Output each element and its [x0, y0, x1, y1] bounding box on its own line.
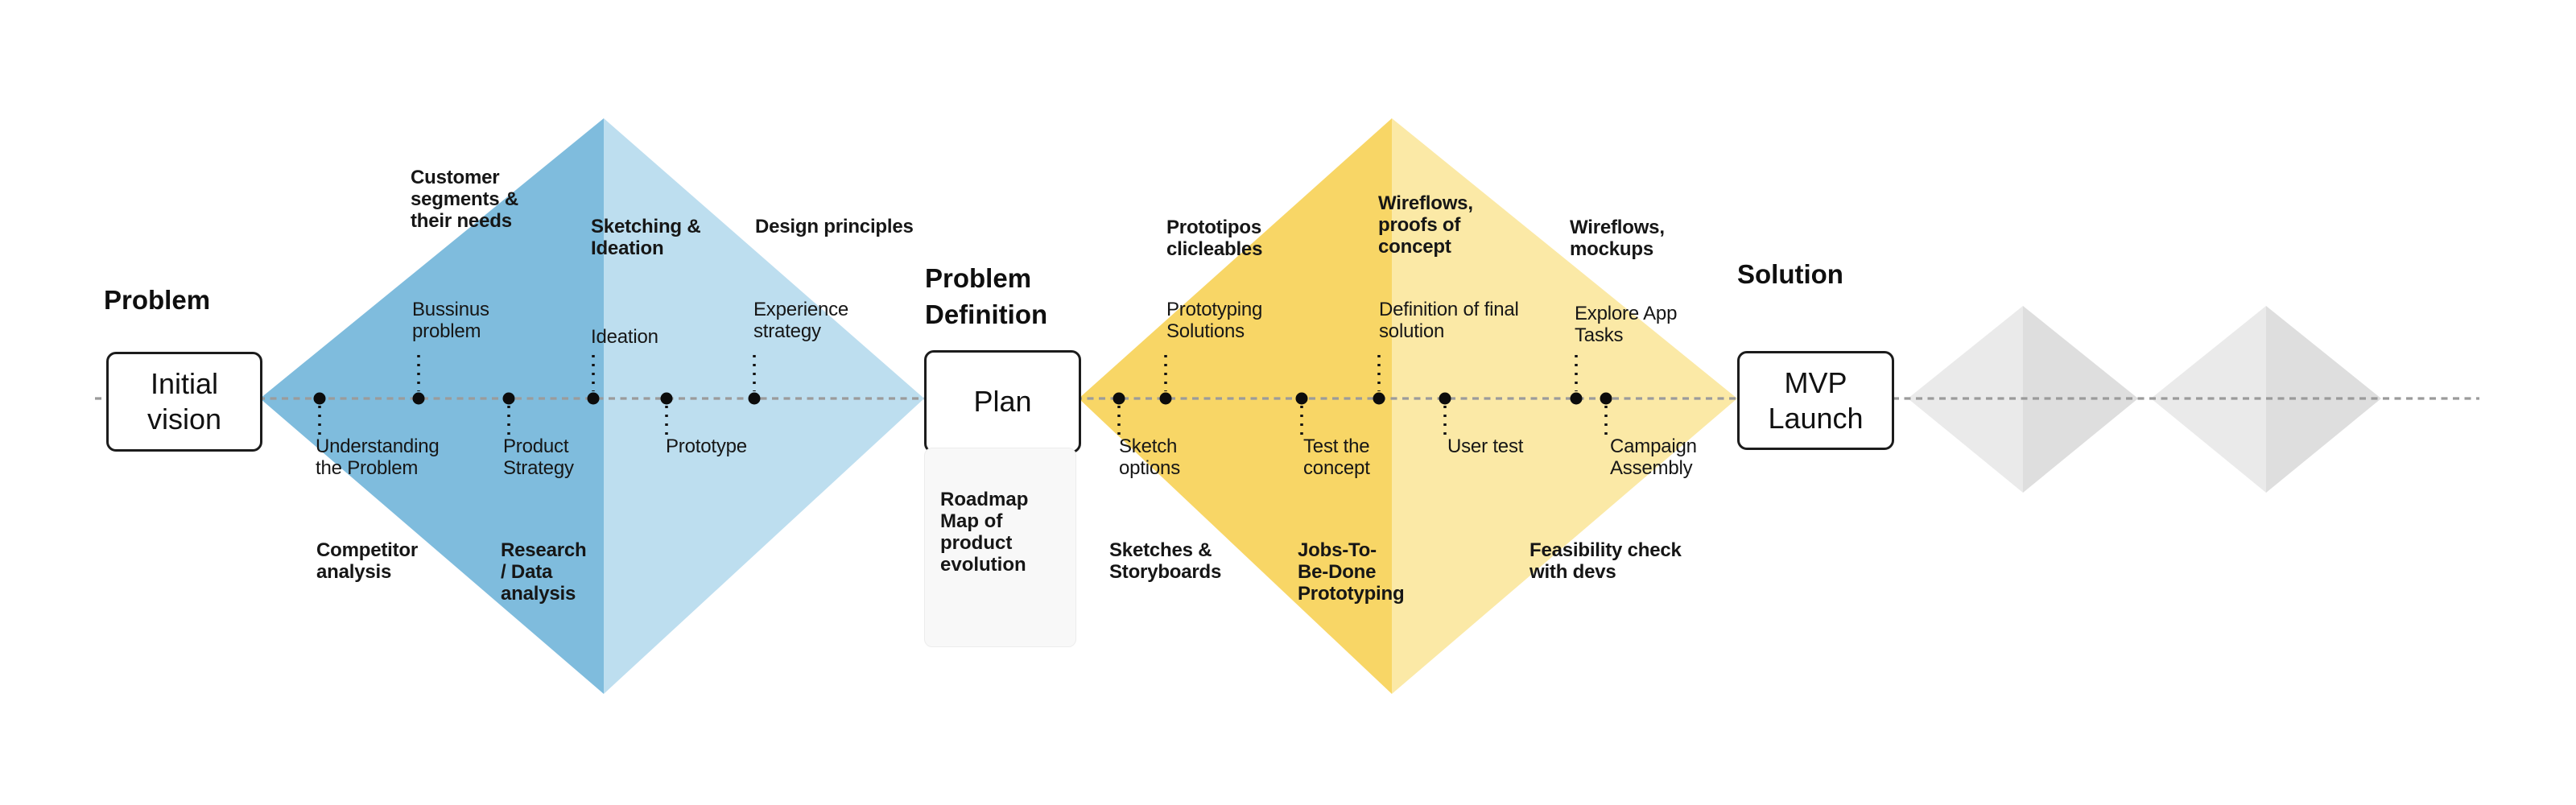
milestone-dot	[587, 392, 600, 405]
label-prototyping-solutions: Prototyping Solutions	[1166, 299, 1263, 342]
label-competitor-analysis: Competitor analysis	[316, 539, 418, 583]
label-design-principles: Design principles	[755, 216, 914, 237]
label-test-concept: Test the concept	[1303, 436, 1370, 479]
heading-problem-definition: Problem Definition	[925, 263, 1048, 329]
milestone-dot	[1159, 392, 1172, 405]
heading-problem: Problem	[104, 285, 211, 315]
label-understanding-problem: Understanding the Problem	[316, 436, 440, 479]
roadmap-card-text: Roadmap Map of product evolution	[940, 489, 1029, 576]
node-initial-vision: Initial vision	[106, 352, 262, 452]
label-sketches-storyboards: Sketches & Storyboards	[1109, 539, 1222, 583]
label-prototype: Prototype	[666, 436, 747, 457]
label-product-strategy: Product Strategy	[503, 436, 574, 479]
milestone-dot	[1113, 392, 1125, 405]
label-wireflows-proofs: Wireflows, proofs of concept	[1378, 192, 1473, 258]
develop-diamond-left-half	[1079, 118, 1392, 694]
label-experience-strategy: Experience strategy	[753, 299, 849, 342]
milestone-dot	[1570, 392, 1583, 405]
label-user-test: User test	[1447, 436, 1524, 457]
label-wireflows-mockups: Wireflows, mockups	[1570, 217, 1665, 260]
milestone-dot	[412, 392, 425, 405]
milestone-dot	[1439, 392, 1451, 405]
node-plan: Plan	[924, 350, 1081, 453]
milestone-dot	[1600, 392, 1612, 405]
milestone-dot	[313, 392, 326, 405]
card-roadmap: Roadmap Map of product evolution	[924, 448, 1076, 647]
node-mvp-launch: MVP Launch	[1737, 351, 1894, 450]
discover-diamond-right-half	[604, 118, 924, 694]
milestone-dot	[748, 392, 761, 405]
label-campaign-assembly: Campaign Assembly	[1610, 436, 1697, 479]
milestone-dot	[1295, 392, 1308, 405]
develop-diamond-right-half	[1392, 118, 1737, 694]
label-feasibility-check: Feasibility check with devs	[1530, 539, 1682, 583]
label-sketch-options: Sketch options	[1119, 436, 1180, 479]
heading-solution: Solution	[1737, 259, 1843, 289]
label-sketching-ideation: Sketching & Ideation	[591, 216, 701, 259]
label-jobs-to-be-done: Jobs-To- Be-Done Prototyping	[1298, 539, 1405, 605]
label-explore-app-tasks: Explore App Tasks	[1575, 303, 1678, 346]
label-research-data: Research / Data analysis	[501, 539, 587, 605]
discover-diamond-left-half	[260, 118, 604, 694]
label-prototipos-clicleables: Prototipos clicleables	[1166, 217, 1263, 260]
milestone-dot	[502, 392, 515, 405]
label-definition-final: Definition of final solution	[1379, 299, 1519, 342]
label-customer-segments: Customer segments & their needs	[411, 167, 519, 232]
label-bussinus-problem: Bussinus problem	[412, 299, 489, 342]
label-ideation: Ideation	[591, 326, 658, 348]
milestone-dot	[1373, 392, 1385, 405]
milestone-dot	[660, 392, 673, 405]
future-diamond-2-right-half	[2266, 306, 2381, 493]
